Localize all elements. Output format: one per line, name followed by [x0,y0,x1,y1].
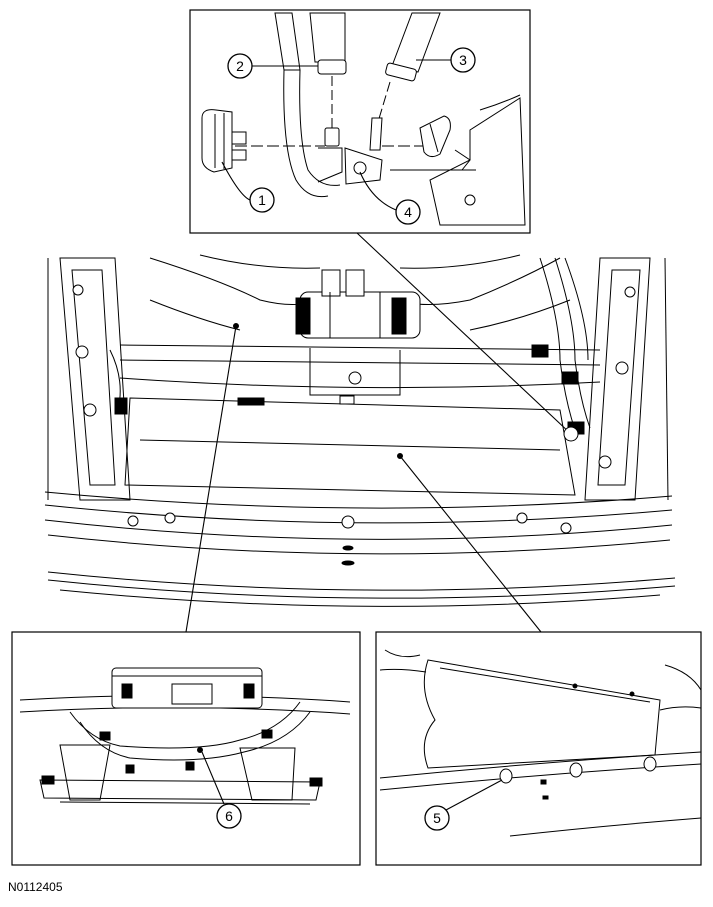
callout-1-label: 1 [258,192,266,208]
lower-hose-detail [19,667,351,805]
callout-2: 2 [227,53,318,79]
leader-to-detail-right [399,455,542,633]
shield-fastener-detail [379,649,702,837]
hose-connection-detail [201,12,526,226]
radiator-shield-fasteners [127,512,572,566]
callout-1: 1 [221,161,275,213]
figure-id: N0112405 [8,880,63,894]
main-view [44,254,676,607]
leader-to-detail-left [185,325,237,633]
detail-panel-hose-connection [189,9,531,234]
callout-4: 4 [359,171,421,225]
callout-5-label: 5 [433,810,441,826]
callout-3: 3 [416,47,476,73]
detail-panel-lower-hose [11,631,361,866]
callout-2-label: 2 [236,58,244,74]
callout-6-label: 6 [225,808,233,824]
leader-to-detail-top [356,232,572,435]
callout-6: 6 [201,751,242,829]
callout-5: 5 [424,779,503,831]
callout-4-label: 4 [404,204,412,220]
callout-3-label: 3 [459,52,467,68]
